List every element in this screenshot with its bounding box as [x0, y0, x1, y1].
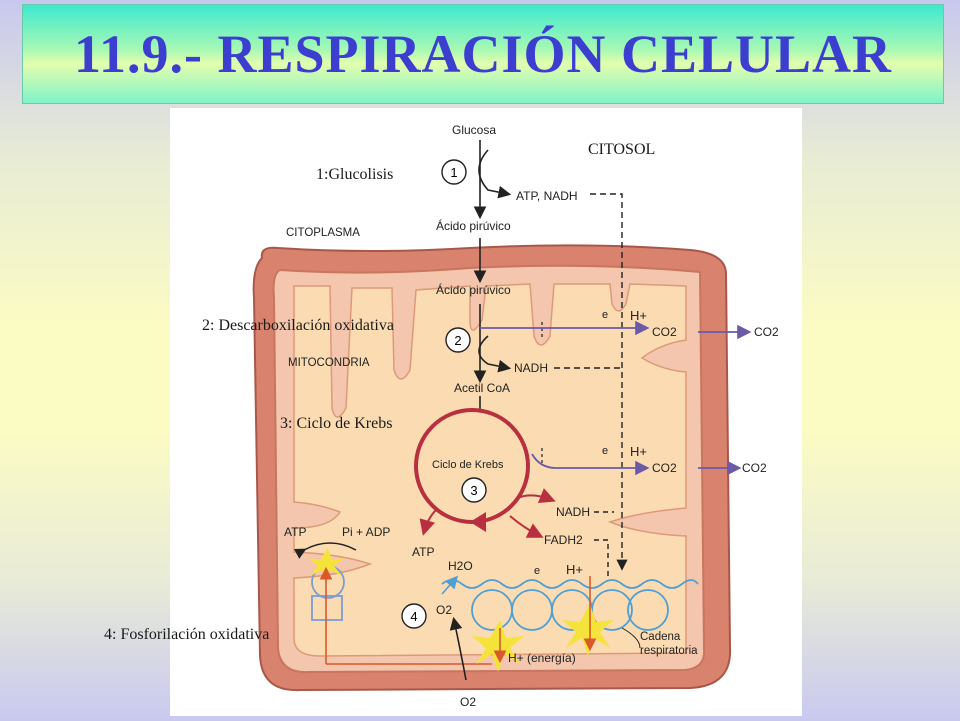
step-4-badge: 4: [401, 603, 427, 629]
acido-piruvico-label-2: Ácido pirúvico: [436, 282, 511, 297]
step-2-number: 2: [454, 333, 461, 348]
citoplasma-label: CITOPLASMA: [286, 227, 360, 239]
chain-leader-line: [621, 627, 641, 649]
nadh-label-2: NADH: [556, 505, 590, 519]
e-minus-label-3: e: [534, 565, 540, 577]
co2-arrow-2: [531, 453, 650, 476]
step-3-badge: 3: [461, 477, 487, 503]
atp-synthase-spark: [308, 548, 344, 582]
acetil-coa-label: Acetil CoA: [454, 381, 510, 395]
co2-label-1: CO2: [652, 325, 677, 339]
atp-synthesis-arrow: [293, 542, 357, 559]
h-plus-label-2: H+: [630, 444, 647, 459]
krebs-fadh2-arrow: [509, 515, 544, 538]
atp-label-krebs: ATP: [412, 545, 434, 559]
chain-complex-5: [627, 589, 669, 631]
chain-spark-2: [562, 604, 614, 656]
co2-out-label-2: CO2: [742, 461, 767, 475]
o2-label-inner: O2: [436, 603, 452, 617]
ciclo-de-krebs-inner-label: Ciclo de Krebs: [432, 459, 504, 471]
chain-spark-1: [472, 620, 524, 672]
cadena-label: Cadena: [640, 631, 681, 643]
glucolisis-label: 1:Glucolisis: [316, 166, 394, 183]
mitocondria-label: MITOCONDRIA: [288, 357, 370, 369]
o2-entry-arrow: [449, 616, 467, 681]
step-1-number: 1: [450, 165, 457, 180]
page-title: 11.9.- RESPIRACIÓN CELULAR: [73, 24, 893, 84]
glucosa-label: Glucosa: [452, 123, 496, 137]
krebs-atp-arrow: [419, 509, 437, 536]
mitochondria-matrix: [293, 283, 687, 657]
krebs-cycle-arrowhead: [470, 512, 486, 532]
nadh-branch-arrow: [478, 335, 512, 373]
pi-adp-label: Pi + ADP: [342, 525, 390, 539]
respiratory-chain-membrane: [441, 579, 699, 589]
descarboxilacion-label: 2: Descarboxilación oxidativa: [202, 317, 394, 334]
fosforilacion-label: 4: Fosforilación oxidativa: [104, 626, 270, 643]
dashed-fadh2: [594, 539, 609, 578]
acido-piruvico-label-1: Ácido pirúvico: [436, 218, 511, 233]
atp-label-synthase: ATP: [284, 525, 306, 539]
co2-label-2: CO2: [652, 461, 677, 475]
step-4-number: 4: [410, 609, 417, 624]
h2o-label: H2O: [448, 559, 473, 573]
atp-nadh-branch-arrow: [478, 149, 512, 199]
diagram-panel: 1 2 3 4 Glucosa ATP, NADH Ácido pirúvico…: [170, 108, 802, 716]
h-plus-label-3: H+: [566, 562, 583, 577]
nadh-label-1: NADH: [514, 361, 548, 375]
co2-out-label-1: CO2: [754, 325, 779, 339]
dashed-nadh-1: [590, 193, 628, 571]
krebs-label: 3: Ciclo de Krebs: [280, 415, 393, 432]
h-plus-label-1: H+: [630, 308, 647, 323]
fadh2-label: FADH2: [544, 533, 583, 547]
title-bar: 11.9.- RESPIRACIÓN CELULAR: [22, 4, 944, 104]
krebs-nadh-arrow: [517, 488, 556, 503]
e-minus-label-2: e: [602, 445, 608, 457]
step-2-badge: 2: [445, 327, 471, 353]
citosol-label: CITOSOL: [588, 141, 656, 158]
atp-synthase-base: [311, 595, 343, 621]
h-energia-label: H+ (energía): [508, 651, 576, 665]
respiration-diagram: 1 2 3 4 Glucosa ATP, NADH Ácido pirúvico…: [252, 123, 779, 709]
e-minus-label-1: e: [602, 309, 608, 321]
respiratoria-label: respiratoria: [640, 645, 698, 657]
atp-nadh-label: ATP, NADH: [516, 189, 578, 203]
water-formation-arrow: [441, 575, 459, 595]
o2-label-outer: O2: [460, 695, 476, 709]
step-3-number: 3: [470, 483, 477, 498]
step-1-badge: 1: [441, 159, 467, 185]
